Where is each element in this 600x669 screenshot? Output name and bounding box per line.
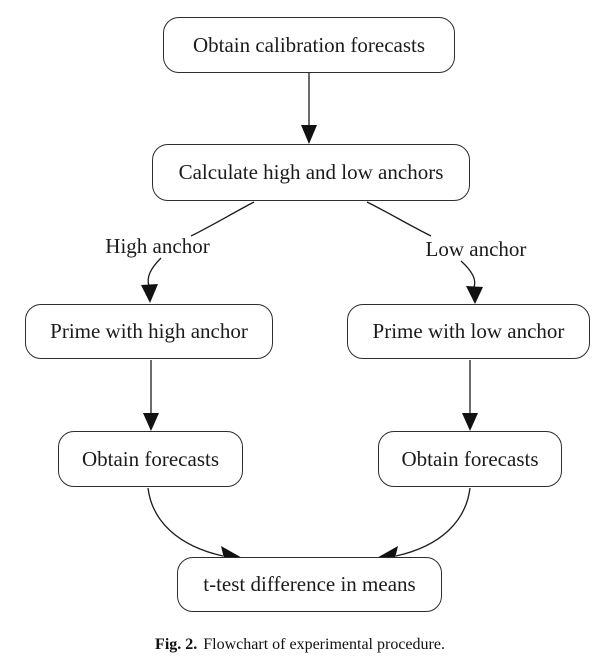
figure-caption: Fig. 2. Flowchart of experimental procedu… (0, 636, 600, 654)
node-t-test-difference-in-means: t-test difference in means (177, 557, 442, 612)
edge-line-converge-left (147, 487, 224, 557)
edge-line-converge-right (395, 487, 471, 557)
node-obtain-forecasts-high: Obtain forecasts (58, 431, 243, 487)
arrowhead-low (466, 286, 483, 304)
edge-line-high-curve (147, 257, 162, 287)
node-obtain-forecasts-low: Obtain forecasts (378, 431, 562, 487)
arrowhead-left-vertical (143, 413, 159, 431)
edge-line-split-left (190, 201, 255, 237)
node-calculate-high-low-anchors: Calculate high and low anchors (152, 144, 470, 201)
arrowhead-right-vertical (462, 413, 478, 431)
node-prime-with-low-anchor: Prime with low anchor (347, 304, 590, 359)
arrowhead-top (301, 125, 317, 144)
branch-label-low-anchor: Low anchor (425, 237, 527, 261)
arrowhead-high (141, 284, 158, 303)
edge-line-low-curve (460, 260, 476, 288)
node-obtain-calibration-forecasts: Obtain calibration forecasts (163, 17, 455, 73)
edge-line-split-right (366, 201, 432, 237)
figure-caption-text: Flowchart of experimental procedure. (203, 636, 445, 653)
branch-label-high-anchor: High anchor (105, 234, 210, 258)
figure-caption-number: Fig. 2. (155, 636, 198, 653)
node-prime-with-high-anchor: Prime with high anchor (25, 304, 273, 359)
